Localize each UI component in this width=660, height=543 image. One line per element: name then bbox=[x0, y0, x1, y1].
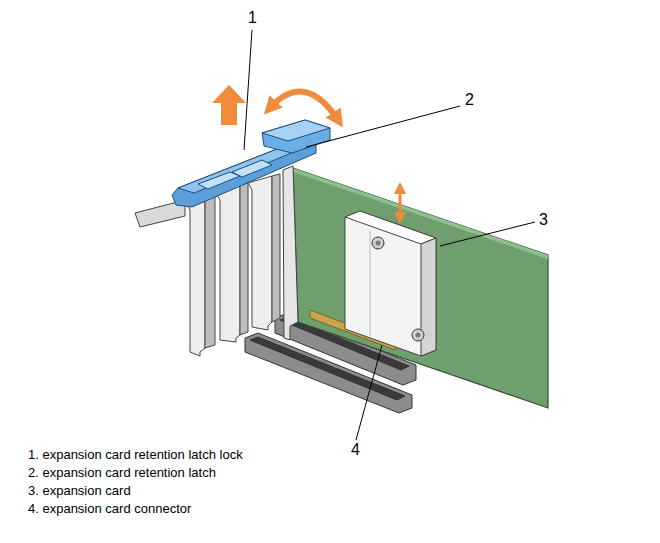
leader-line bbox=[440, 222, 535, 246]
circuit-board bbox=[293, 168, 548, 408]
callout-number: 4 bbox=[351, 442, 360, 458]
latch-tab bbox=[198, 172, 240, 189]
card-bracket bbox=[283, 166, 298, 340]
screw-head bbox=[376, 241, 381, 246]
callout-number: 1 bbox=[248, 10, 257, 26]
retention-latches bbox=[172, 120, 330, 207]
slot-cover bbox=[215, 185, 240, 342]
slot-cover-edge bbox=[205, 192, 215, 348]
legend-key-line: 3. expansion card bbox=[28, 484, 131, 497]
callout-number: 2 bbox=[465, 92, 474, 108]
expansion-card-latch bbox=[262, 120, 330, 153]
slot-cover-edge bbox=[272, 174, 280, 322]
expansion-card-art bbox=[283, 166, 548, 408]
leader-lines bbox=[244, 30, 535, 440]
slot-cover bbox=[248, 176, 272, 330]
insert-arrow bbox=[399, 188, 402, 218]
screw bbox=[372, 237, 384, 249]
latch-tab bbox=[232, 160, 272, 177]
motion-arrows bbox=[212, 85, 400, 218]
heatsink bbox=[345, 211, 436, 356]
legend-key-line: 4. expansion card connector bbox=[28, 502, 191, 515]
leader-line bbox=[306, 106, 460, 147]
slot-cover-edge bbox=[240, 183, 248, 335]
leader-line bbox=[244, 30, 252, 150]
screw bbox=[412, 329, 424, 341]
expansion-card-latch-top bbox=[262, 120, 330, 141]
rotate-arrow bbox=[270, 92, 338, 120]
screw-head bbox=[416, 333, 421, 338]
slot-cover bbox=[185, 195, 205, 356]
lift-arrow bbox=[212, 85, 246, 125]
slot-covers bbox=[135, 174, 280, 356]
leader-line bbox=[356, 345, 382, 440]
legend-key-line: 1. expansion card retention latch lock bbox=[28, 448, 243, 461]
heatsink-top bbox=[345, 211, 436, 244]
legend-key-line: 2. expansion card retention latch bbox=[28, 466, 216, 479]
callout-number: 3 bbox=[539, 212, 548, 228]
heatsink-fin-line bbox=[370, 230, 371, 336]
